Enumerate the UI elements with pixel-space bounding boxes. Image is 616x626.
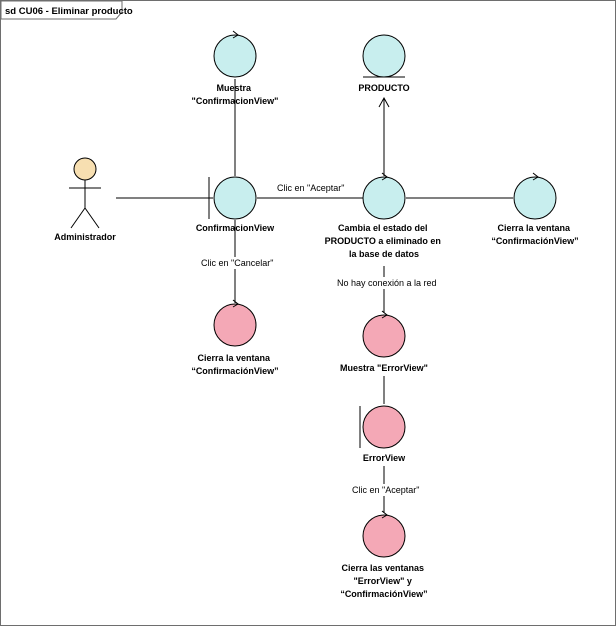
edge-label-no-conexion: No hay conexión a la red (337, 278, 437, 288)
actor-label: Administrador (54, 232, 116, 242)
control-icon (213, 30, 257, 78)
cierra-ventana-right-label: Cierra la ventana “ConfirmaciónView” (491, 223, 578, 246)
control-icon (213, 299, 257, 347)
edge-label-clic-aceptar-error: Clic en "Aceptar" (352, 485, 419, 495)
control-icon (362, 510, 406, 558)
frame-title: sd CU06 - Eliminar producto (5, 6, 133, 17)
boundary-icon (359, 405, 406, 449)
confirmacionview-label: ConfirmacionView (196, 223, 275, 233)
muestra-error-label: Muestra "ErrorView" (340, 363, 428, 373)
cierra-ventanas-label: Cierra las ventanas "ErrorView" y “Confi… (340, 563, 427, 599)
frame-title-tab (0, 0, 123, 20)
control-icon (513, 172, 557, 220)
cambia-estado-label: Cambia el estado del PRODUCTO a eliminad… (325, 223, 444, 259)
errorview-label: ErrorView (363, 453, 406, 463)
edge-label-clic-aceptar: Clic en "Aceptar" (277, 183, 344, 193)
muestra-confirmacion-label: Muestra "ConfirmacionView" (192, 83, 279, 106)
edge-label-clic-cancelar: Clic en "Cancelar" (201, 258, 273, 268)
producto-label: PRODUCTO (358, 83, 409, 93)
control-icon (362, 172, 406, 220)
actor-icon (69, 157, 101, 229)
boundary-icon (208, 176, 257, 220)
control-icon (362, 310, 406, 358)
arrowhead-to-producto (378, 96, 390, 108)
cierra-ventana-left-label: Cierra la ventana “ConfirmaciónView” (191, 353, 278, 376)
entity-icon (362, 34, 406, 78)
